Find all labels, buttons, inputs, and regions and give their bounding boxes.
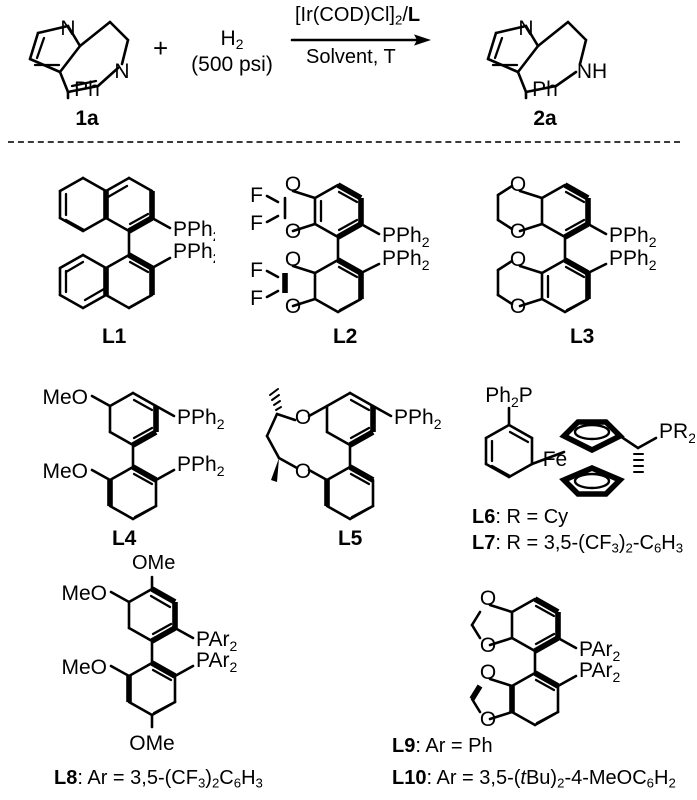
atom-MeO-lower: MeO — [42, 460, 88, 483]
atom-NH-2: NH — [577, 60, 607, 83]
atom-MeO-upper: MeO — [42, 386, 88, 409]
atom-O-upper-2-L9: O — [480, 634, 496, 657]
atom-PPh2-upper: PPh2 — [173, 218, 215, 244]
atom-F-upper-1: F — [250, 184, 263, 207]
plus-sign: + — [153, 33, 169, 63]
structure-ligand-L3: O O PPh2 O O PPh2 — [496, 173, 657, 318]
atom-PPh2-lower: PPh2 — [609, 247, 657, 273]
structure-ligand-L5: O PPh2 O — [265, 388, 442, 521]
section-divider — [8, 141, 680, 143]
reagent-hydrogen: H2 — [178, 27, 286, 52]
structure-ligand-L1: PPh2 PPh2 — [58, 176, 215, 310]
ligand-label-L3: L3 — [570, 325, 595, 348]
atom-O-lower-2-L9: O — [480, 708, 496, 731]
structure-ligand-L6-L7: Ph2P Fe PR2 — [484, 384, 695, 497]
atom-OMe-bottom-L8: OMe — [129, 732, 175, 755]
conditions-above-arrow: [Ir(COD)Cl]2/L — [295, 4, 421, 28]
atom-Ph2P: Ph2P — [485, 384, 533, 410]
reaction-arrow — [290, 34, 431, 46]
atom-PPh2-upper: PPh2 — [177, 406, 225, 432]
ligand-caption-L8: L8: Ar = 3,5-(CF3)2C6H3 — [54, 767, 263, 791]
ligand-caption-L7: L7: R = 3,5-(CF3)2-C6H3 — [472, 532, 684, 556]
ligand-caption-L6: L6: R = Cy — [472, 506, 569, 528]
reagent-pressure: (500 psi) — [191, 53, 273, 76]
atom-PR2: PR2 — [659, 420, 695, 446]
ligand-label-L2: L2 — [333, 325, 358, 348]
product-compound-label: 2a — [533, 107, 557, 130]
atom-Fe: Fe — [543, 448, 568, 471]
atom-MeO-upper-L8: MeO — [61, 582, 107, 605]
atom-O-lower-1: O — [510, 248, 526, 271]
ligand-label-L5: L5 — [338, 527, 363, 550]
structure-ligand-L9-L10: O O PAr2 O O PAr2 — [469, 587, 620, 731]
atom-O-lower-2: O — [510, 295, 526, 318]
atom-F-lower-2: F — [250, 287, 263, 310]
ligand-caption-L9: L9: Ar = Ph — [392, 735, 493, 757]
atom-F-lower-1: F — [250, 259, 263, 282]
atom-O-upper-2: O — [285, 220, 301, 243]
structure-product-2a: N NH — [486, 17, 607, 100]
reagent-h2-text: H2 — [220, 27, 244, 52]
structure-ligand-L8: MeO PAr2 MeO PAr2 OMe — [61, 575, 237, 755]
atom-O-lower-1-L9: O — [480, 661, 496, 684]
atom-O-upper-1: O — [285, 173, 301, 196]
atom-MeO-lower-L8: MeO — [61, 656, 107, 679]
ligand-label-L1: L1 — [102, 325, 127, 348]
ligand-label-L4: L4 — [112, 527, 137, 550]
conditions-below-arrow: Solvent, T — [306, 46, 396, 68]
atom-PPh2-lower: PPh2 — [173, 240, 215, 266]
stereo-hash-sidechain — [633, 453, 644, 473]
atom-PPh2-lower: PPh2 — [177, 453, 225, 479]
substrate-compound-label: 1a — [75, 107, 99, 130]
atom-O-upper: O — [295, 406, 311, 429]
atom-PPh2-lower: PPh2 — [382, 247, 430, 273]
atom-O-upper-2: O — [510, 220, 526, 243]
structure-ligand-L2: O O F F PPh2 O O F F PPh2 — [250, 173, 430, 318]
atom-N-4: N — [518, 17, 533, 40]
reaction-scheme: N N Ph 1a + H2 (500 psi) [Ir(COD)Cl]2/L … — [0, 0, 697, 140]
atom-PAr2-lower-L8: PAr2 — [196, 649, 237, 675]
atom-O-upper-1-L9: O — [480, 587, 496, 610]
atom-O-upper-1: O — [510, 173, 526, 196]
ligand-caption-L10: L10: Ar = 3,5-(tBu)2-4-MeOC6H2 — [392, 767, 676, 791]
product-ph-label: Ph — [532, 78, 558, 101]
structure-substrate-1a: N N — [28, 17, 130, 100]
substrate-ph-label: Ph — [74, 78, 100, 101]
stereo-hash-upper — [269, 388, 282, 411]
atom-O-lower: O — [295, 460, 311, 483]
atom-O-lower-1: O — [285, 248, 301, 271]
atom-N-2: N — [114, 60, 129, 83]
atom-OMe-top-L8: OMe — [132, 552, 176, 574]
atom-O-lower-2: O — [285, 295, 301, 318]
stereo-wedge-lower — [271, 458, 279, 482]
atom-F-upper-2: F — [250, 212, 263, 235]
structure-ligand-L4: MeO PPh2 MeO PPh2 — [42, 386, 225, 521]
atom-PPh2-upper: PPh2 — [394, 406, 442, 432]
atom-N-4: N — [60, 17, 75, 40]
